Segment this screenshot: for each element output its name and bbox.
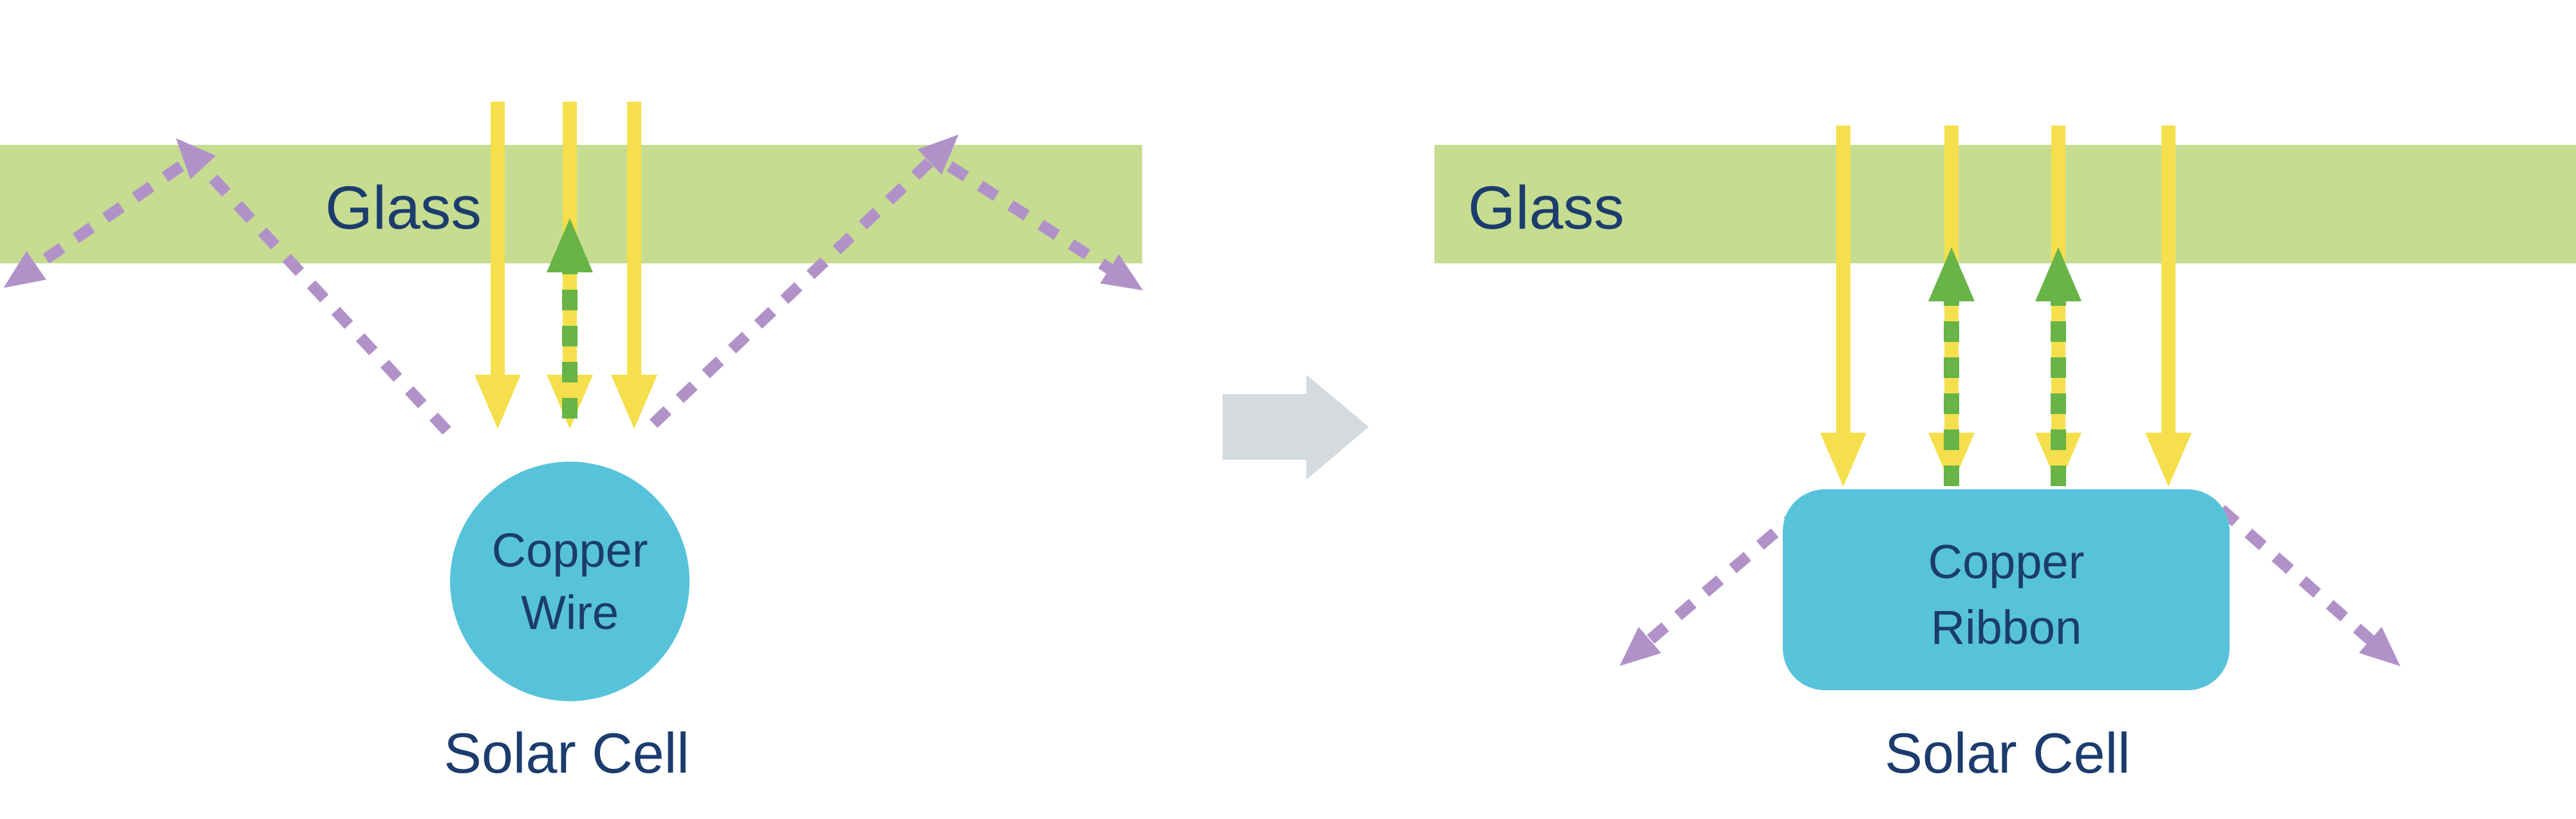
left-solar-cell-label: Solar Cell (444, 721, 689, 785)
left-reflected-light-escape-left (3, 161, 185, 288)
copper-ribbon-label-line1: Copper (1928, 535, 2085, 588)
right-glass-band (1434, 145, 2576, 263)
copper-ribbon-shape (1783, 489, 2230, 690)
left-reflected-light-up-left (176, 138, 451, 435)
copper-wire-label-line1: Copper (492, 523, 648, 577)
right-solar-cell-label: Solar Cell (1885, 721, 2130, 785)
copper-wire-label-line2: Wire (521, 586, 619, 639)
transition-arrow-icon (1223, 375, 1369, 480)
copper-ribbon-label-line2: Ribbon (1931, 601, 2082, 654)
left-glass-label: Glass (325, 174, 482, 242)
right-glass-label: Glass (1468, 174, 1624, 242)
copper-wire-shape (450, 462, 690, 701)
right-reflected-light-left (1619, 505, 1806, 666)
left-reflected-light-up-right (649, 134, 959, 428)
right-reflected-light-right (2217, 505, 2401, 666)
